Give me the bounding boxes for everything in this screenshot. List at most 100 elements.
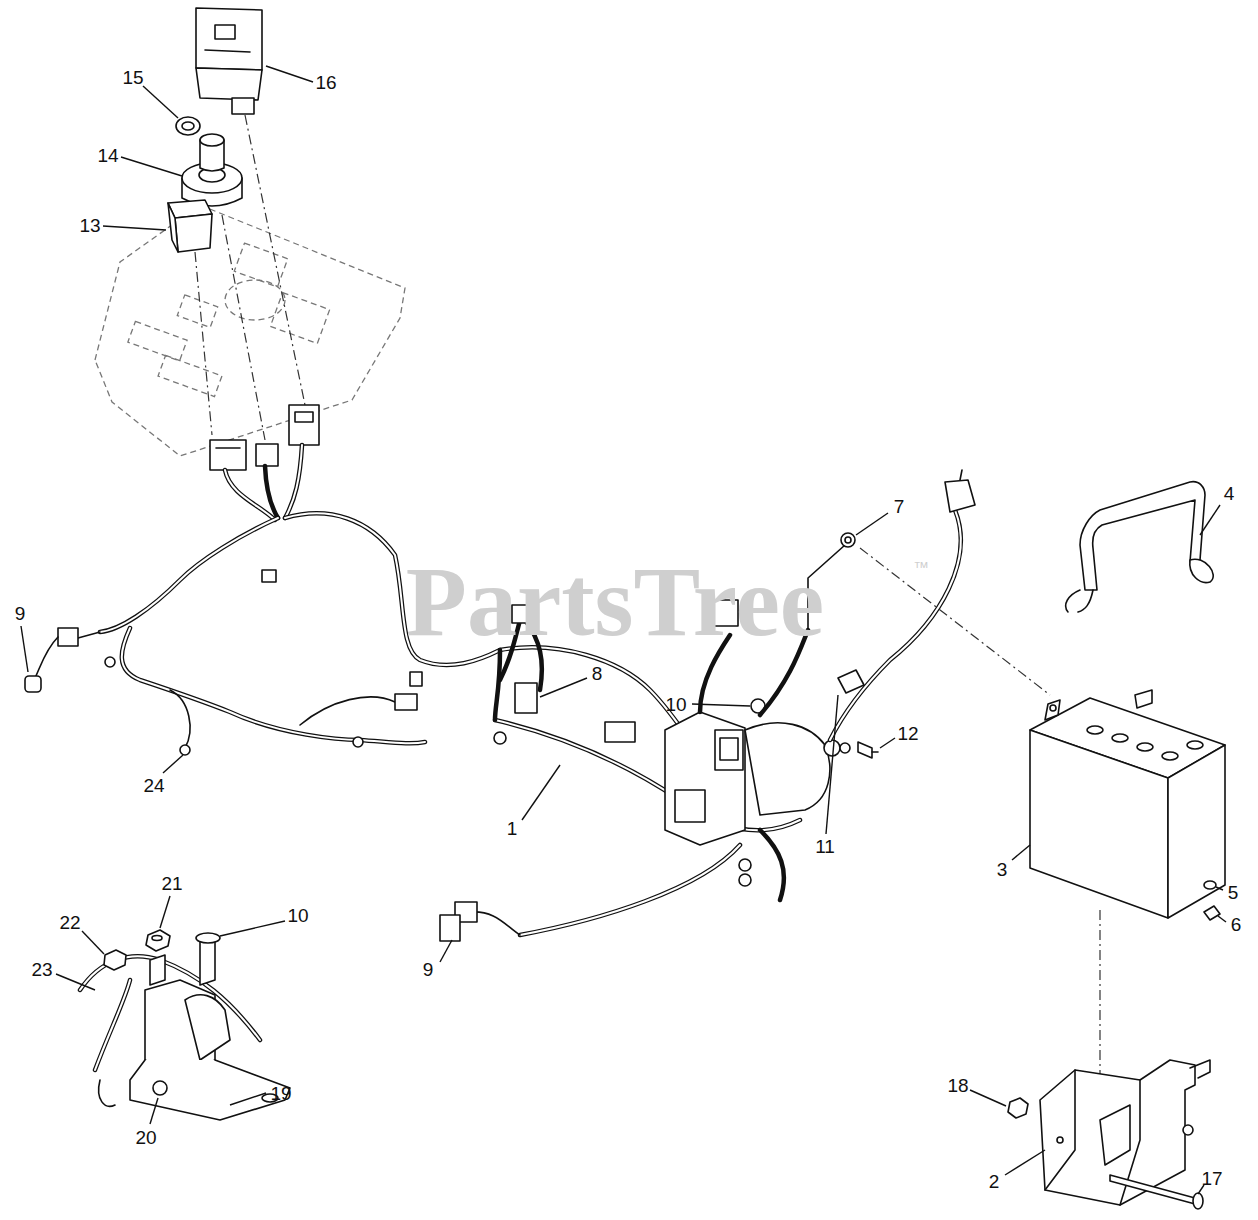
part-outline <box>675 790 705 822</box>
callout-number: 1 <box>507 819 518 838</box>
part-outline <box>1045 700 1060 720</box>
part-outline <box>665 712 745 845</box>
leader-line <box>440 940 452 962</box>
leader-line <box>82 931 104 954</box>
part-outline <box>353 737 363 747</box>
callout-number: 18 <box>947 1076 968 1095</box>
part-outline <box>150 955 165 985</box>
callout-number: 9 <box>423 960 434 979</box>
part-outline <box>35 637 58 678</box>
callout-number: 10 <box>287 906 308 925</box>
part-outline <box>256 444 278 466</box>
part-outline <box>494 732 506 744</box>
part-outline <box>410 672 422 686</box>
leader-line <box>522 765 560 820</box>
callout-number: 14 <box>97 146 118 165</box>
part-outline <box>1112 734 1128 742</box>
part-outline <box>1168 745 1225 918</box>
part-outline <box>176 117 200 135</box>
callout-number: 16 <box>315 73 336 92</box>
part-outline <box>830 510 961 740</box>
part-outline <box>78 632 100 638</box>
leader-line <box>826 695 838 834</box>
part-outline <box>289 405 319 445</box>
part-outline <box>215 25 235 39</box>
part-outline <box>1204 906 1220 920</box>
callout-number: 21 <box>161 874 182 893</box>
assembly-line <box>222 215 265 440</box>
part-outline <box>1066 590 1093 612</box>
part-outline <box>1100 1105 1130 1165</box>
part-outline <box>960 470 962 480</box>
leader-line <box>163 755 183 773</box>
part-outline <box>520 845 740 935</box>
callout-number: 22 <box>59 913 80 932</box>
part-outline <box>605 722 635 742</box>
callout-number: 6 <box>1231 915 1242 934</box>
part-outline <box>1187 741 1203 749</box>
assembly-line <box>177 295 217 328</box>
assembly-line <box>270 293 329 344</box>
part-outline <box>1162 752 1178 760</box>
part-outline <box>300 697 395 725</box>
assembly-line <box>95 205 405 456</box>
part-outline <box>225 445 302 520</box>
part-outline <box>1008 1098 1028 1118</box>
leader-line <box>56 974 95 990</box>
watermark: ™ <box>913 560 929 576</box>
part-outline <box>1204 881 1216 889</box>
leader-line <box>220 921 285 936</box>
part-outline <box>1190 559 1213 582</box>
part-outline <box>196 68 262 100</box>
part-outline <box>182 122 194 130</box>
callout-number: 12 <box>897 724 918 743</box>
part-outline <box>262 570 276 582</box>
part-outline <box>100 518 278 632</box>
part-outline <box>122 628 425 743</box>
leader-line <box>970 1090 1006 1106</box>
callout-number: 3 <box>997 860 1008 879</box>
part-outline <box>153 1081 167 1095</box>
leader-line <box>1200 505 1220 535</box>
part-outline <box>25 676 41 692</box>
part-outline <box>1135 690 1152 708</box>
leader-line <box>150 1098 158 1124</box>
part-outline <box>1087 726 1103 734</box>
assembly-line <box>195 252 212 435</box>
leader-line <box>856 513 888 535</box>
part-outline <box>715 730 743 770</box>
callout-number: 9 <box>15 604 26 623</box>
part-outline <box>105 657 115 667</box>
callout-number: 10 <box>665 695 686 714</box>
callout-number: 19 <box>270 1084 291 1103</box>
part-outline <box>845 537 851 543</box>
part-outline <box>95 980 130 1070</box>
assembly-line <box>128 321 187 360</box>
callout-number: 15 <box>122 68 143 87</box>
leader-line <box>1218 916 1226 922</box>
part-outline <box>122 628 425 743</box>
callout-number: 20 <box>135 1128 156 1147</box>
part-outline <box>395 694 417 710</box>
leader-line <box>21 626 28 672</box>
part-outline <box>1030 730 1168 918</box>
part-outline <box>175 214 212 252</box>
callout-number: 23 <box>31 960 52 979</box>
part-outline <box>872 751 878 753</box>
callout-number: 2 <box>989 1172 1000 1191</box>
part-outline <box>1193 1193 1203 1209</box>
leader-line <box>1012 845 1030 860</box>
leader-line <box>143 86 178 118</box>
part-outline <box>185 995 230 1060</box>
part-outline <box>152 936 162 941</box>
leader-line <box>540 678 587 697</box>
part-outline <box>739 874 751 886</box>
part-outline <box>205 50 250 52</box>
leader-line <box>230 1093 266 1105</box>
part-outline <box>841 533 855 547</box>
part-outline <box>745 723 830 815</box>
part-outline <box>1080 482 1205 590</box>
part-outline <box>170 690 190 748</box>
callout-number: 7 <box>894 497 905 516</box>
